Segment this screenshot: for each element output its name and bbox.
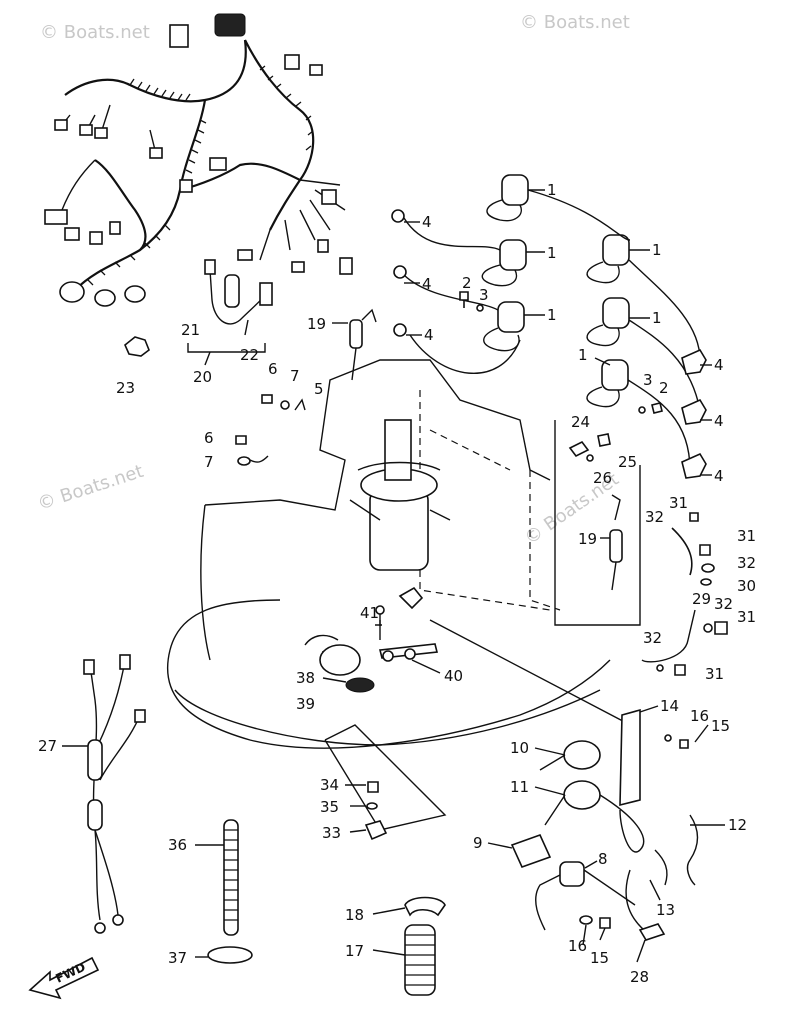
callout-1: 1 [578, 346, 588, 364]
callout-15: 15 [711, 717, 730, 735]
callout-30: 30 [737, 577, 756, 595]
engine-block-outline [166, 359, 611, 749]
callout-15: 15 [590, 949, 609, 967]
callout-32: 32 [714, 595, 733, 613]
watermark-mid-left: © Boats.net [35, 461, 146, 515]
callout-1: 1 [652, 309, 662, 327]
callout-6: 6 [204, 429, 214, 447]
callout-31: 31 [737, 527, 756, 545]
callout-4: 4 [714, 356, 724, 374]
callout-20: 20 [193, 368, 212, 386]
callout-3: 3 [479, 286, 489, 304]
callout-34: 34 [320, 776, 339, 794]
sub-harness-20 [187, 259, 273, 366]
lead-harness-27 [83, 654, 146, 934]
callout-16: 16 [690, 707, 709, 725]
callout-1: 1 [547, 244, 557, 262]
callout-4: 4 [422, 213, 432, 231]
rectifier-38-39 [304, 605, 385, 693]
callout-19: 19 [578, 530, 597, 548]
callout-19: 19 [307, 315, 326, 333]
callout-40: 40 [444, 667, 463, 685]
group-outline-right [429, 420, 641, 731]
callout-1: 1 [547, 306, 557, 324]
corrugated-tube-36 [207, 819, 253, 964]
callout-25: 25 [618, 453, 637, 471]
watermark-top-right: © Boats.net [520, 12, 630, 33]
callout-12: 12 [728, 816, 747, 834]
callout-39: 39 [296, 695, 315, 713]
callout-28: 28 [630, 968, 649, 986]
callout-26: 26 [593, 469, 612, 487]
callout-7: 7 [204, 453, 214, 471]
hardware-29-32 [641, 512, 728, 676]
callout-24: 24 [571, 413, 590, 431]
callout-21: 21 [181, 321, 200, 339]
callout-2: 2 [659, 379, 669, 397]
callout-1: 1 [652, 241, 662, 259]
callout-9: 9 [473, 834, 483, 852]
callout-31: 31 [737, 608, 756, 626]
callout-1: 1 [547, 181, 557, 199]
leader-lines [62, 189, 725, 963]
callout-37: 37 [168, 949, 187, 967]
wiring-harness-illustration [44, 13, 353, 307]
callout-31: 31 [705, 665, 724, 683]
hardware-24-26 [568, 433, 611, 462]
callout-labels: 1 1 1 1 1 1 2 2 3 3 4 4 4 4 4 4 5 6 6 7 … [38, 181, 756, 986]
small-hardware-left [235, 394, 306, 466]
callout-4: 4 [422, 275, 432, 293]
watermark-top-left: © Boats.net [40, 22, 150, 43]
callout-6: 6 [268, 360, 278, 378]
callout-23: 23 [116, 379, 135, 397]
callout-35: 35 [320, 798, 339, 816]
callout-11: 11 [510, 778, 529, 796]
callout-32: 32 [737, 554, 756, 572]
group-outline-33-35 [324, 724, 447, 831]
callout-13: 13 [656, 901, 675, 919]
clamp-23 [124, 336, 150, 357]
callout-8: 8 [598, 850, 608, 868]
callout-4: 4 [424, 326, 434, 344]
fuse-holder-19 [349, 308, 623, 591]
callout-27: 27 [38, 737, 57, 755]
callout-4: 4 [714, 467, 724, 485]
forward-arrow-icon: FWD [28, 956, 100, 1000]
callout-4: 4 [714, 412, 724, 430]
callout-41: 41 [360, 604, 379, 622]
callout-7: 7 [290, 367, 300, 385]
callout-38: 38 [296, 669, 315, 687]
callout-32: 32 [643, 629, 662, 647]
electrical-components [510, 708, 699, 941]
callout-14: 14 [660, 697, 679, 715]
callout-29: 29 [692, 590, 711, 608]
callout-31: 31 [669, 494, 688, 512]
callout-22: 22 [240, 346, 259, 364]
callout-17: 17 [345, 942, 364, 960]
callout-3: 3 [643, 371, 653, 389]
callout-32: 32 [645, 508, 664, 526]
callout-2: 2 [462, 274, 472, 292]
callout-36: 36 [168, 836, 187, 854]
callout-16: 16 [568, 937, 587, 955]
hardware-33-35 [364, 781, 388, 841]
callout-18: 18 [345, 906, 364, 924]
callout-33: 33 [322, 824, 341, 842]
corrugated-tube-17 [404, 896, 446, 996]
callout-5: 5 [314, 380, 324, 398]
callout-10: 10 [510, 739, 529, 757]
